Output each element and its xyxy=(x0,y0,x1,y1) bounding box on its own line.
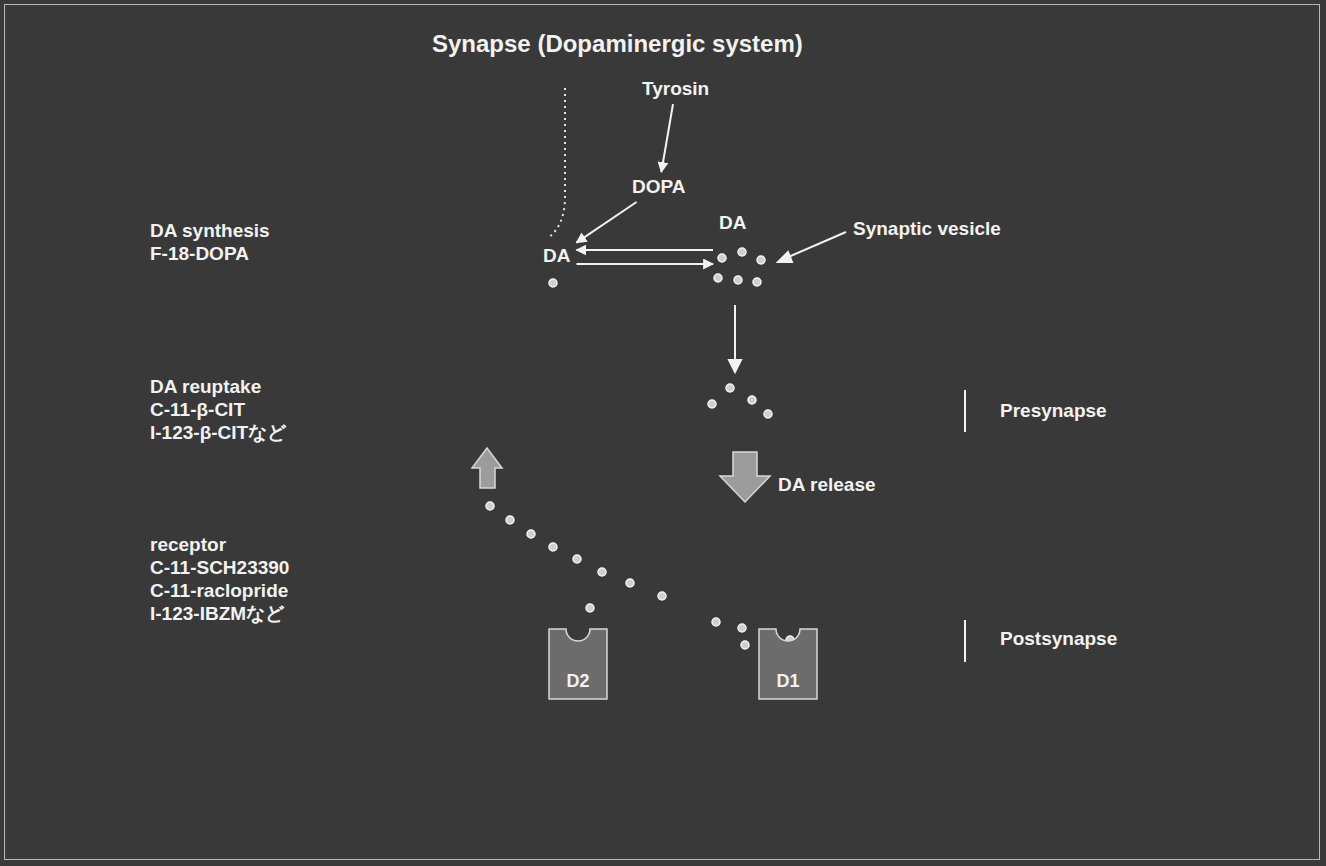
tracer-heading: DA reuptake xyxy=(150,376,261,398)
receptor-outline xyxy=(759,629,817,699)
tracer-heading: DA synthesis xyxy=(150,220,270,242)
receptor-box: D1 xyxy=(758,628,818,700)
flow-arrow xyxy=(661,104,673,172)
flow-arrow xyxy=(576,202,636,243)
receptor-box: D2 xyxy=(548,628,608,700)
tracer-name: C-11-raclopride xyxy=(150,580,288,602)
node-text: D2 xyxy=(548,670,608,692)
molecule-node: DA xyxy=(717,212,748,234)
transporter-symbol xyxy=(472,448,502,488)
node-text: DOPA xyxy=(630,176,687,198)
node-text: Tyrosin xyxy=(640,78,711,100)
tracer-name: F-18-DOPA xyxy=(150,243,249,265)
molecule-node: DOPA xyxy=(630,176,687,198)
node-text: DA xyxy=(717,212,748,234)
receptor-outline xyxy=(549,629,607,699)
tracer-heading: receptor xyxy=(150,534,226,556)
dopamine-dots xyxy=(486,248,794,649)
node-text: D1 xyxy=(758,670,818,692)
tracer-name: I-123-IBZMなど xyxy=(150,603,284,625)
region-label: Postsynapse xyxy=(1000,628,1117,650)
tracer-name: C-11-SCH23390 xyxy=(150,557,289,579)
region-label: Presynapse xyxy=(1000,400,1107,422)
flow-arrow xyxy=(576,249,713,251)
tracer-name: C-11-β-CIT xyxy=(150,399,245,421)
leader-arrows xyxy=(729,232,846,372)
region-bars xyxy=(964,390,966,662)
release-arrow xyxy=(720,452,770,502)
molecule-node: Tyrosin xyxy=(640,78,711,100)
tracer-name: I-123-β-CITなど xyxy=(150,422,286,444)
callout-label: DA release xyxy=(778,474,876,496)
flow-arrow xyxy=(576,263,713,265)
node-text: DA xyxy=(541,245,572,267)
molecule-node: DA xyxy=(541,245,572,267)
callout-label: Synaptic vesicle xyxy=(853,218,1001,240)
membrane-line xyxy=(548,88,565,238)
diagram-title: Synapse (Dopaminergic system) xyxy=(432,30,803,58)
